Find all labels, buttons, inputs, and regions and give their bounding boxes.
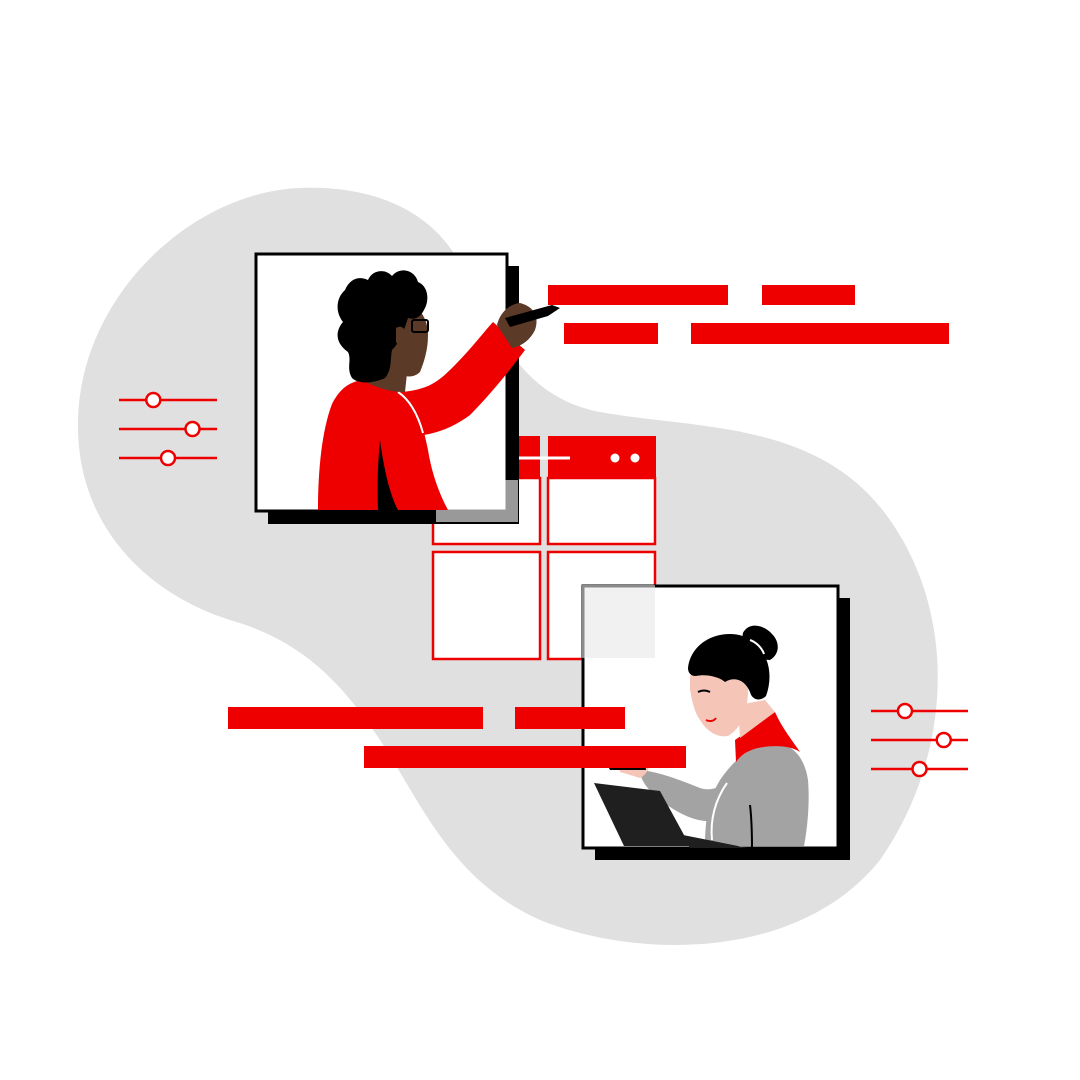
- text-bar: [364, 746, 686, 768]
- ear: [730, 684, 741, 699]
- slider-knob: [935, 731, 952, 749]
- torso: [705, 742, 809, 846]
- hair-bun: [742, 625, 778, 660]
- text-bar: [762, 285, 855, 305]
- grid-cell: [546, 476, 657, 546]
- text-placeholder-bars-top: [548, 285, 949, 344]
- torso-fold: [749, 804, 753, 849]
- hair: [337, 270, 428, 383]
- top-video-panel: [254, 252, 560, 524]
- eye: [697, 689, 711, 693]
- laptop-base: [683, 835, 748, 848]
- torso-fold: [377, 440, 398, 510]
- window-dot: [630, 453, 640, 463]
- raised-arm: [400, 322, 525, 436]
- slider-controls-icon-right: [871, 702, 968, 778]
- mouth: [705, 717, 717, 723]
- collar-line: [397, 391, 424, 434]
- text-bar: [515, 707, 625, 729]
- ear: [396, 326, 407, 345]
- slider-knob: [911, 760, 928, 778]
- grid-cell: [431, 550, 542, 661]
- glasses-icon: [411, 319, 429, 333]
- window-dot: [610, 453, 620, 463]
- bottom-video-panel: [581, 584, 850, 860]
- slider-knob: [159, 449, 177, 467]
- arm: [640, 770, 730, 822]
- text-placeholder-bars-bottom: [228, 707, 686, 768]
- neck: [738, 700, 775, 738]
- person-drawing-icon: [318, 270, 560, 510]
- wireframe-grid-icon: [431, 436, 657, 661]
- text-bar: [691, 323, 949, 344]
- person-laptop-icon: [594, 625, 809, 849]
- slider-controls-icon-left: [119, 391, 217, 467]
- text-bar: [228, 707, 483, 729]
- slider-knob: [896, 702, 914, 720]
- laptop-icon: [594, 783, 690, 846]
- hair: [688, 634, 770, 700]
- slider-knob: [184, 420, 201, 438]
- panel-translucent: [436, 480, 518, 522]
- text-bar: [548, 285, 728, 305]
- panel-translucent: [582, 585, 655, 658]
- pen-icon: [505, 305, 560, 327]
- slider-knob: [145, 391, 162, 409]
- collar: [735, 712, 800, 762]
- hair-highlight: [749, 639, 765, 655]
- text-bar: [564, 323, 658, 344]
- sweater-line: [710, 782, 728, 841]
